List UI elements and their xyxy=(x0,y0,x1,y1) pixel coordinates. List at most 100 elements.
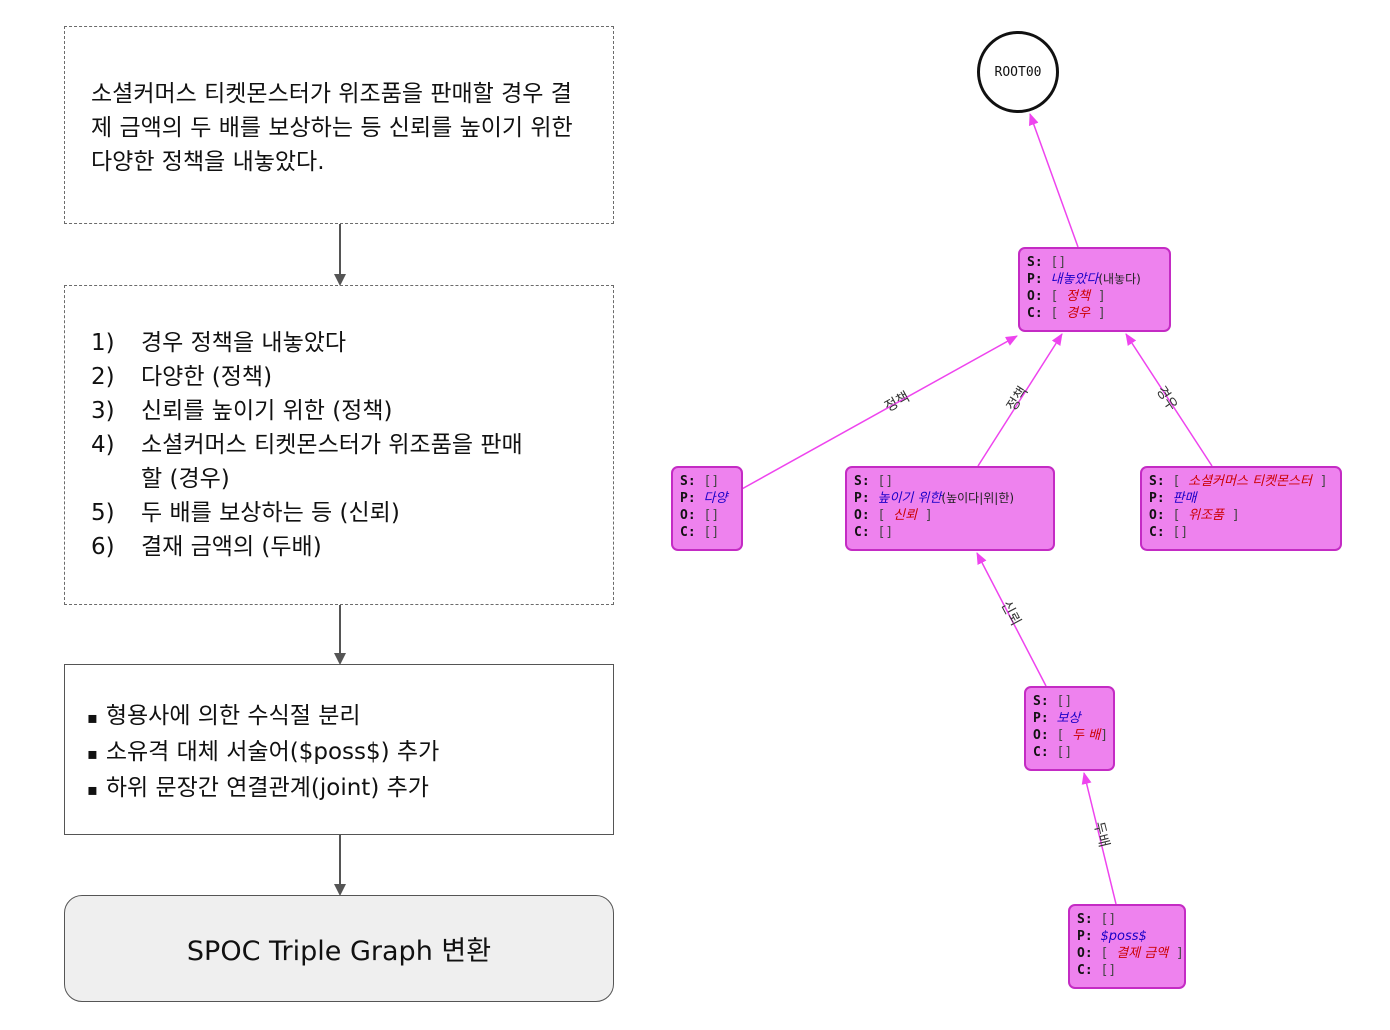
rule-list: 형용사에 의한 수식절 분리 소유격 대체 서술어($poss$) 추가 하위 … xyxy=(87,699,613,807)
edge-dayang-main xyxy=(739,335,1018,491)
node-context: 경우 xyxy=(1066,306,1091,321)
subject-key: S: xyxy=(1149,474,1165,489)
node-context-row: C: [] xyxy=(854,525,894,540)
context-key: C: xyxy=(854,525,870,540)
node-predicate-row: P: 내놓았다(내놓다) xyxy=(1027,271,1162,288)
predicate-key: P: xyxy=(1077,929,1093,944)
clause-text: 결재 금액의 (두배) xyxy=(141,534,322,560)
edge-label-dayang-main: 정책 xyxy=(882,389,912,415)
clause-text: 신뢰를 높이기 위한 (정책) xyxy=(141,398,393,424)
object-key: O: xyxy=(854,508,870,523)
node-object: 신뢰 xyxy=(893,508,918,523)
clause-text: 소셜커머스 티켓몬스터가 위조품을 판매할 (경우) xyxy=(141,432,523,492)
node-object-row: O: [] xyxy=(680,508,720,523)
node-object: 결제 금액 xyxy=(1116,946,1169,961)
subject-key: S: xyxy=(680,474,696,489)
edge-main-root xyxy=(1029,113,1079,248)
node-subject-row: S: [] xyxy=(680,474,720,489)
rule-item: 하위 문장간 연결관계(joint) 추가 xyxy=(87,771,613,807)
clause-number: 4) xyxy=(91,432,115,458)
clause-number: 5) xyxy=(91,500,115,526)
node-subject-row: S: [] xyxy=(854,474,894,489)
clause-item: 1) 경우 정책을 내놓았다 xyxy=(91,326,613,360)
predicate-key: P: xyxy=(1033,711,1049,726)
subject-key: S: xyxy=(1077,912,1093,927)
clause-list: 1) 경우 정책을 내놓았다 2) 다양한 (정책) 3) 신뢰를 높이기 위한 (정… xyxy=(91,326,613,564)
context-key: C: xyxy=(1077,963,1093,978)
clause-number: 3) xyxy=(91,398,115,424)
object-key: O: xyxy=(680,508,696,523)
predicate-key: P: xyxy=(1149,491,1165,506)
edge-bosang-nopi xyxy=(976,552,1047,687)
node-predicate-row: P: 다양 xyxy=(680,490,734,507)
clause-item: 4) 소셜커머스 티켓몬스터가 위조품을 판매할 (경우) xyxy=(91,428,613,496)
clause-text: 두 배를 보상하는 등 (신뢰) xyxy=(141,500,400,526)
node-object: 정책 xyxy=(1066,289,1091,304)
predicate-key: P: xyxy=(680,491,696,506)
clause-item: 2) 다양한 (정책) xyxy=(91,360,613,394)
edge-panmae-main xyxy=(1125,333,1213,467)
clauses-box: 1) 경우 정책을 내놓았다 2) 다양한 (정책) 3) 신뢰를 높이기 위한 (정… xyxy=(64,285,614,605)
clause-item: 3) 신뢰를 높이기 위한 (정책) xyxy=(91,394,613,428)
clause-text: 다양한 (정책) xyxy=(141,364,273,390)
clause-number: 6) xyxy=(91,534,115,560)
sentence-box: 소셜커머스 티켓몬스터가 위조품을 판매할 경우 결제 금액의 두 배를 보상하… xyxy=(64,26,614,224)
node-bosang: S: [] P: 보상 O: [ 두 배] C: [] xyxy=(1024,686,1115,771)
rule-item: 소유격 대체 서술어($poss$) 추가 xyxy=(87,735,613,771)
clause-text: 경우 정책을 내놓았다 xyxy=(141,330,347,356)
clause-number: 1) xyxy=(91,330,115,356)
predicate-key: P: xyxy=(854,491,870,506)
node-predicate: 높이기 위한 xyxy=(877,491,942,506)
node-predicate: $poss$ xyxy=(1100,929,1147,944)
node-object-row: O: [ 두 배] xyxy=(1033,728,1109,743)
edge-label-panmae-main: 경우 xyxy=(1153,383,1181,413)
node-poss: S: [] P: $poss$ O: [ 결제 금액 ] C: [] xyxy=(1068,904,1186,989)
edge-label-bosang-nopi: 신뢰 xyxy=(997,598,1023,628)
node-predicate-row: P: 보상 xyxy=(1033,710,1106,727)
node-predicate-row: P: 높이기 위한(높이다|위|한) xyxy=(854,490,1046,507)
object-key: O: xyxy=(1077,946,1093,961)
node-dayang: S: [] P: 다양 O: [] C: [] xyxy=(671,466,743,551)
context-key: C: xyxy=(1033,745,1049,760)
node-panmae: S: [ 소셜커머스 티켓몬스터 ] P: 판매 O: [ 위조품 ] C: [… xyxy=(1140,466,1342,551)
edge-label-poss-bosang: 두배 xyxy=(1090,820,1112,849)
context-key: C: xyxy=(680,525,696,540)
object-key: O: xyxy=(1027,289,1043,304)
node-object-row: O: [ 정책 ] xyxy=(1027,289,1106,304)
node-object: 두 배 xyxy=(1072,728,1101,743)
context-key: C: xyxy=(1027,306,1043,321)
node-object-row: O: [ 결제 금액 ] xyxy=(1077,946,1184,961)
final-step-label: SPOC Triple Graph 변환 xyxy=(186,936,492,967)
node-object: 위조품 xyxy=(1188,508,1225,523)
rule-item: 형용사에 의한 수식절 분리 xyxy=(87,699,613,735)
node-predicate: 내놓았다 xyxy=(1050,272,1099,287)
context-key: C: xyxy=(1149,525,1165,540)
node-predicate: 다양 xyxy=(703,491,728,506)
node-subject-row: S: [] xyxy=(1033,694,1073,709)
clause-number: 2) xyxy=(91,364,115,390)
node-predicate-row: P: 판매 xyxy=(1149,490,1333,507)
node-object-row: O: [ 신뢰 ] xyxy=(854,508,933,523)
sentence-text: 소셜커머스 티켓몬스터가 위조품을 판매할 경우 결제 금액의 두 배를 보상하… xyxy=(91,81,573,175)
node-object-row: O: [ 위조품 ] xyxy=(1149,508,1240,523)
node-context-row: C: [ 경우 ] xyxy=(1027,306,1106,321)
edge-poss-bosang xyxy=(1081,772,1117,905)
predicate-key: P: xyxy=(1027,272,1043,287)
node-subject-row: S: [] xyxy=(1027,255,1067,270)
subject-key: S: xyxy=(854,474,870,489)
node-context-row: C: [] xyxy=(680,525,720,540)
root-label: ROOT00 xyxy=(994,64,1042,80)
clause-item: 6) 결재 금액의 (두배) xyxy=(91,530,613,564)
node-predicate: 보상 xyxy=(1056,711,1081,726)
subject-key: S: xyxy=(1033,694,1049,709)
node-nopi: S: [] P: 높이기 위한(높이다|위|한) O: [ 신뢰 ] C: [] xyxy=(845,466,1055,551)
node-lemma: (내놓다) xyxy=(1098,272,1141,286)
node-subject-row: S: [] xyxy=(1077,912,1117,927)
node-predicate: 판매 xyxy=(1172,491,1197,506)
node-context-row: C: [] xyxy=(1077,963,1117,978)
root-node: ROOT00 xyxy=(977,31,1059,113)
node-subject-row: S: [ 소셜커머스 티켓몬스터 ] xyxy=(1149,474,1328,489)
subject-key: S: xyxy=(1027,255,1043,270)
object-key: O: xyxy=(1033,728,1049,743)
